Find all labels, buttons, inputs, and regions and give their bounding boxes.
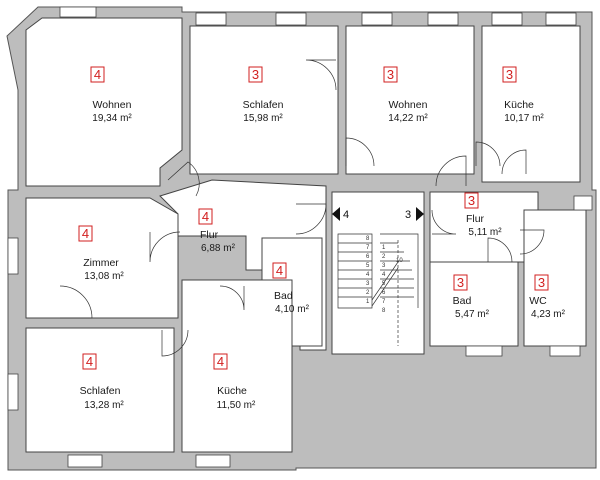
badge-number: 4	[276, 263, 283, 278]
badge-number: 4	[86, 354, 93, 369]
room-wohnen-nw: 4 Wohnen 19,34 m²	[90, 66, 132, 124]
stair-step-label-left-4: 4	[366, 272, 370, 278]
stair-step-label-left-1: 1	[366, 299, 370, 305]
stair-step-label-left-7: 7	[366, 245, 370, 251]
stair-step-label-right-2: 2	[382, 254, 386, 260]
room-area: 15,98 m²	[243, 113, 283, 124]
room-area: 4,23 m²	[531, 309, 566, 320]
room-name: Schlafen	[243, 99, 284, 111]
stair-step-label-right-3: 3	[382, 263, 386, 269]
room-bad-w: 4 Bad 4,10 m²	[272, 262, 310, 315]
stair-step-label-left-5: 5	[366, 263, 370, 269]
room-name: Bad	[274, 290, 293, 302]
badge-number: 3	[252, 67, 259, 82]
room-name: Küche	[504, 99, 534, 111]
room-area: 5,11 m²	[468, 227, 502, 238]
badge-number: 3	[457, 275, 464, 290]
room-wc: 3 WC 4,23 m²	[529, 274, 566, 320]
room-zimmer: 4 Zimmer 13,08 m²	[78, 225, 124, 282]
stair-step-label-right-5: 5	[382, 281, 386, 287]
room-area: 13,08 m²	[84, 271, 124, 282]
room-name: Flur	[200, 229, 219, 241]
badge-number: 3	[538, 275, 545, 290]
arrow-right-label: 3	[405, 209, 411, 221]
room-bad-e: 3 Bad 5,47 m²	[453, 274, 490, 320]
room-area: 10,17 m²	[504, 113, 544, 124]
room-floor-flur-e	[429, 191, 539, 263]
room-floor-schlafen-sw	[25, 327, 175, 453]
doors	[59, 59, 545, 357]
room-wohnen-n: 3 Wohnen 14,22 m²	[383, 66, 428, 124]
badge-number: 4	[217, 354, 224, 369]
staircase: 8 7 6 5 4 3 2 1 1 2 3 4 5 6 7 8 10	[337, 233, 419, 346]
badge-number: 4	[202, 209, 209, 224]
room-floor-zimmer	[25, 197, 179, 319]
room-name: WC	[529, 295, 547, 307]
stair-step-label-right-6: 6	[382, 290, 386, 296]
room-kueche-ne: 3 Küche 10,17 m²	[502, 66, 544, 124]
arrow-right-icon	[416, 207, 424, 221]
stair-step-label-right-8: 8	[382, 308, 386, 314]
badge-number: 4	[94, 67, 101, 82]
badge-number: 3	[468, 193, 475, 208]
room-floor-kueche-s	[181, 279, 293, 453]
stair-step-label-right-1: 1	[382, 245, 386, 251]
room-floor-bad-e	[429, 261, 519, 347]
room-name: Schlafen	[80, 385, 121, 397]
arrow-left-label: 4	[343, 209, 349, 221]
stair-step-label-left-6: 6	[366, 254, 370, 260]
room-name: Flur	[466, 213, 485, 225]
room-kueche-s: 4 Küche 11,50 m²	[213, 353, 256, 411]
room-flur-w: 4 Flur 6,88 m²	[198, 208, 236, 254]
windows	[7, 6, 593, 468]
room-name: Küche	[217, 385, 247, 397]
room-area: 11,50 m²	[217, 400, 256, 411]
badge-number: 4	[82, 226, 89, 241]
room-name: Zimmer	[83, 257, 119, 269]
room-floor-schlafen-n	[189, 25, 339, 175]
stair-step-label-left-3: 3	[366, 281, 370, 287]
room-area: 4,10 m²	[275, 304, 310, 315]
room-floor-stairwell	[331, 191, 425, 355]
room-flur-e: 3 Flur 5,11 m²	[464, 192, 502, 238]
room-area: 19,34 m²	[92, 113, 132, 124]
arrow-left-icon	[332, 207, 340, 221]
room-schlafen-sw: 4 Schlafen 13,28 m²	[80, 353, 124, 411]
room-area: 13,28 m²	[84, 400, 124, 411]
stair-step-label-left-8: 8	[366, 236, 370, 242]
room-name: Bad	[453, 295, 472, 307]
room-floor-kueche-ne	[481, 25, 581, 183]
room-name: Wohnen	[389, 99, 428, 111]
stair-step-label-left-2: 2	[366, 290, 370, 296]
room-floor-wc	[523, 209, 587, 347]
room-area: 6,88 m²	[201, 243, 236, 254]
badge-number: 3	[506, 67, 513, 82]
stair-landing-label: 10	[396, 258, 403, 264]
room-floor-wohnen-nw	[25, 17, 183, 187]
room-area: 5,47 m²	[455, 309, 490, 320]
room-area: 14,22 m²	[388, 113, 428, 124]
stair-step-label-right-7: 7	[382, 299, 386, 305]
badge-number: 3	[387, 67, 394, 82]
room-name: Wohnen	[93, 99, 132, 111]
stair-step-label-right-4: 4	[382, 272, 386, 278]
room-floor-wohnen-n	[345, 25, 475, 175]
stair-arrows: 4 3	[332, 207, 424, 221]
room-floors	[25, 17, 587, 453]
room-schlafen-n: 3 Schlafen 15,98 m²	[243, 66, 284, 124]
